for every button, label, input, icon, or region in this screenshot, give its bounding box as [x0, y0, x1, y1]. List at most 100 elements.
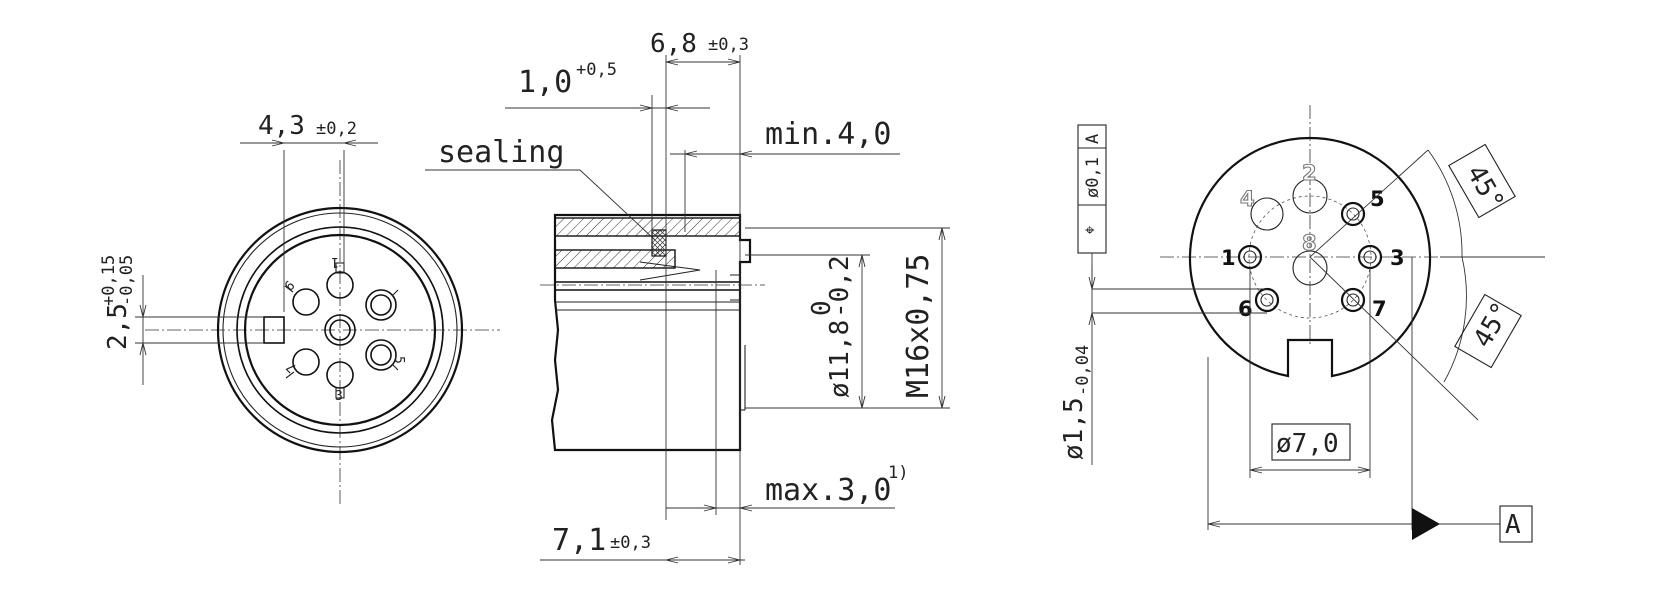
pin-1-inner	[1243, 250, 1257, 264]
datum-label: A	[1505, 510, 1521, 540]
dim-2-5-tol-upper: +0,15	[99, 255, 119, 306]
dim-arrows	[271, 139, 357, 147]
left-pin-numbers: 1 3 5 6 7	[282, 254, 406, 404]
pin-7	[1340, 287, 1366, 313]
pin-label-3: 3	[1390, 246, 1405, 270]
angle-ray	[1309, 149, 1429, 258]
angle-arc-lower	[1443, 256, 1467, 383]
pin-label-8: 8	[1302, 231, 1317, 255]
side-view: 6,8 ±0,3 1,0 +0,5 sealing min.4,0 ø11,8 …	[425, 29, 950, 565]
angle-ray	[1309, 256, 1479, 421]
pin-right-upper-inner	[370, 294, 392, 316]
outer-ring-inner	[222, 212, 458, 448]
dim-7-1: 7,1	[552, 523, 606, 558]
pin-right-lower	[365, 339, 397, 371]
pin-5	[1340, 201, 1366, 227]
left-pin-label: 6	[282, 278, 298, 294]
left-view: 1 3 5 6 7 4,3 ±0,2 2,5 +0,15 -0,05	[99, 111, 500, 505]
pin-tip	[730, 274, 741, 301]
dim-4-3: 4,3	[258, 111, 305, 141]
dim-arrows	[858, 254, 866, 409]
dim-arrows	[684, 150, 753, 158]
pin-6-inner	[1260, 293, 1274, 307]
dim-arrows	[703, 504, 753, 512]
pin-center	[324, 314, 356, 346]
dim-diameter: ø11,8	[825, 320, 855, 398]
insert-ring	[243, 233, 437, 427]
solder-tab-lines	[284, 285, 399, 379]
pin-left-lower	[292, 348, 320, 376]
dim-arrows	[1088, 276, 1096, 326]
dim-circle-box	[1271, 423, 1351, 461]
pin-label-1: 1	[1221, 246, 1236, 270]
dim-pin-tol: -0,04	[1073, 345, 1093, 396]
dim-max-note: 1)	[888, 463, 908, 483]
pin-label-6: 6	[1238, 297, 1253, 321]
middle-ring	[236, 226, 444, 434]
pin-4	[1250, 197, 1284, 231]
pin-center-inner	[329, 319, 351, 341]
pin-7-inner	[1346, 293, 1360, 307]
dim-arrows	[665, 58, 741, 66]
dim-6-8-tol: ±0,3	[708, 35, 749, 55]
dim-2-5-group: 2,5 +0,15 -0,05	[99, 255, 137, 350]
dim-pin-diameter: ø1,5	[1059, 397, 1089, 460]
dim-pin-diameter-group: ø1,5 -0,04	[1059, 345, 1093, 460]
pin-top	[326, 271, 354, 299]
dim-arrows	[665, 556, 741, 564]
dim-arrows	[938, 227, 946, 409]
pin-2	[1292, 178, 1328, 214]
sealing-label: sealing	[438, 135, 564, 170]
dim-1-0: 1,0	[518, 65, 572, 100]
pin-3-inner	[1363, 250, 1377, 264]
datum-box	[1499, 505, 1533, 543]
angle-arc-upper	[1427, 149, 1463, 258]
left-pin-label: 3	[335, 389, 343, 404]
pin-8	[1292, 250, 1328, 286]
dim-4-3-tol: ±0,2	[316, 119, 357, 139]
dim-diameter-group: ø11,8 0 -0,2	[807, 255, 855, 398]
angle-lower: 45°	[1468, 297, 1517, 353]
pin-right-upper	[365, 289, 397, 321]
pin-label-4: 4	[1240, 187, 1255, 211]
dim-arrows	[139, 304, 147, 356]
pin-6	[1254, 287, 1280, 313]
hatched-sleeve-bottom	[554, 249, 676, 269]
pin-label-7: 7	[1372, 297, 1387, 321]
dim-2-5-tol-lower: -0,05	[117, 255, 137, 306]
left-pin-contacts	[284, 262, 399, 399]
dim-diameter-tol-upper: 0	[807, 300, 837, 316]
dim-max-3-0: max.3,0	[765, 473, 891, 508]
pin-left-upper	[292, 288, 320, 316]
insert-outline	[1188, 136, 1432, 378]
dim-diameter-tol-lower: -0,2	[825, 255, 855, 318]
left-pin-label: 1	[331, 254, 339, 269]
dim-arrows	[639, 104, 679, 112]
left-pin-label: 5	[391, 356, 406, 364]
dim-1-0-tol: +0,5	[576, 60, 617, 80]
tolerance-value: ø0,1	[1083, 157, 1103, 198]
outer-ring	[216, 206, 464, 454]
contact-taper	[639, 261, 701, 281]
dim-min-4-0: min.4,0	[765, 117, 891, 152]
pin-5-inner	[1346, 207, 1360, 221]
solder-tab	[335, 387, 345, 399]
pin-right-lower-inner	[370, 344, 392, 366]
dim-circle: ø7,0	[1276, 429, 1339, 459]
dim-thread: M16x0,75	[901, 254, 936, 399]
pin-label-5: 5	[1370, 187, 1385, 211]
angle-upper: 45°	[1460, 160, 1509, 216]
front-view: 1 2 3 4 5 6 7 8 ⌖ ø0,1 A ø1,5 -0,04 45°	[1059, 105, 1545, 543]
position-symbol: ⌖	[1085, 221, 1095, 241]
dim-2-5: 2,5	[103, 303, 133, 350]
datum-triangle	[1412, 508, 1440, 540]
angle-box-upper	[1448, 143, 1516, 219]
dim-arrows	[1207, 520, 1221, 528]
key-slot	[263, 316, 285, 344]
sealing-leader	[425, 169, 656, 241]
pin-label-2: 2	[1302, 161, 1317, 185]
angle-box-lower	[1454, 293, 1522, 369]
dim-6-8: 6,8	[650, 29, 697, 59]
dim-arrows	[1249, 466, 1371, 474]
